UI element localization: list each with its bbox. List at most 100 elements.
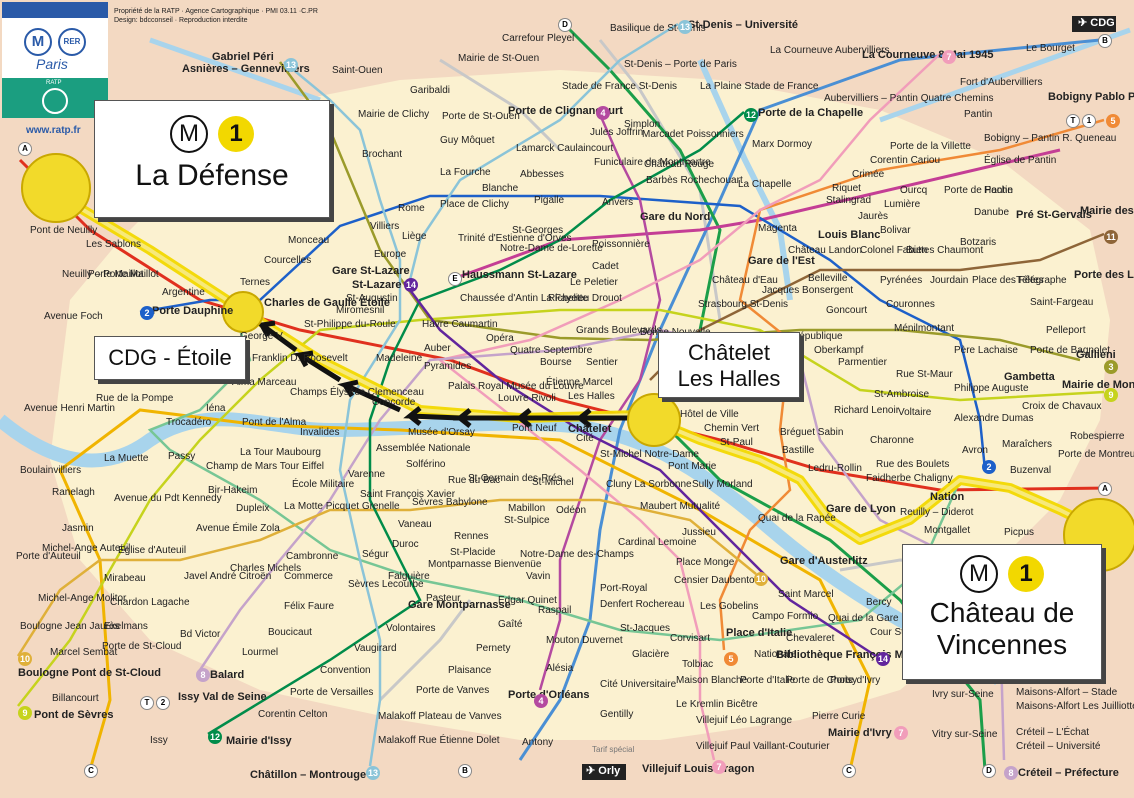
station-label[interactable]: Volontaires bbox=[386, 623, 436, 634]
station-label[interactable]: Porte de la Chapelle bbox=[758, 107, 864, 119]
callout-chatelet[interactable]: Châtelet Les Halles bbox=[658, 332, 800, 398]
station-label[interactable]: Barbès Rochechouart bbox=[646, 175, 743, 186]
line-number-badge[interactable]: 9 bbox=[18, 706, 32, 720]
station-label[interactable]: Courcelles bbox=[264, 255, 312, 266]
line-number-badge[interactable]: 12 bbox=[208, 730, 222, 744]
station-label[interactable]: Château d'Eau bbox=[712, 275, 778, 286]
station-label[interactable]: Ménilmontant bbox=[894, 323, 955, 334]
station-label[interactable]: Hôtel de Ville bbox=[680, 409, 739, 420]
station-label[interactable]: Villejuif Léo Lagrange bbox=[696, 715, 793, 726]
station-label[interactable]: Gabriel Péri bbox=[212, 51, 274, 63]
station-label[interactable]: Marcadet Poissonniers bbox=[642, 129, 744, 140]
station-label[interactable]: Funiculaire de Montmartre bbox=[594, 157, 711, 168]
station-label[interactable]: Pyramides bbox=[424, 361, 472, 372]
station-label[interactable]: Église d'Auteuil bbox=[118, 545, 187, 556]
station-label[interactable]: Chevaleret bbox=[786, 633, 835, 644]
station-label[interactable]: Falguière bbox=[388, 571, 430, 582]
station-label[interactable]: Ledru-Rollin bbox=[808, 463, 862, 474]
station-label[interactable]: Lourmel bbox=[242, 647, 279, 658]
station-label[interactable]: Saint Marcel bbox=[778, 589, 834, 600]
station-label[interactable]: Saint-Fargeau bbox=[1030, 297, 1094, 308]
station-label[interactable]: Jules Joffrin bbox=[590, 127, 644, 138]
line-number-badge[interactable]: 14 bbox=[404, 278, 418, 292]
station-label[interactable]: Corentin Cariou bbox=[870, 155, 941, 166]
station-label[interactable]: Belleville bbox=[808, 273, 848, 284]
station-label[interactable]: Lamarck Caulaincourt bbox=[516, 143, 614, 154]
station-label[interactable]: Châtelet bbox=[568, 423, 612, 435]
station-label[interactable]: Iéna bbox=[206, 403, 226, 414]
station-label[interactable]: Campo Formio bbox=[752, 611, 819, 622]
station-label[interactable]: St-Jacques bbox=[620, 623, 671, 634]
station-label[interactable]: Crimée bbox=[852, 169, 885, 180]
station-label[interactable]: Sèvres Babylone bbox=[412, 497, 488, 508]
station-label[interactable]: Les Gobelins bbox=[700, 601, 759, 612]
station-label[interactable]: Rue de la Pompe bbox=[96, 393, 174, 404]
line-number-badge[interactable]: 10 bbox=[18, 652, 32, 666]
rer-line-badge[interactable]: B bbox=[1098, 34, 1112, 48]
station-label[interactable]: Porte de St-Cloud bbox=[102, 641, 182, 652]
line-number-badge[interactable]: 11 bbox=[1104, 230, 1118, 244]
line-number-badge[interactable]: 10 bbox=[754, 572, 768, 586]
station-label[interactable]: Pont de Sèvres bbox=[34, 709, 114, 721]
station-label[interactable]: Stade de France St-Denis bbox=[562, 81, 678, 92]
station-label[interactable]: La Muette bbox=[104, 453, 149, 464]
station-label[interactable]: Champs Élysées Clemenceau bbox=[290, 387, 424, 398]
station-label[interactable]: Rennes bbox=[454, 531, 489, 542]
station-label[interactable]: Jasmin bbox=[62, 523, 94, 534]
station-label[interactable]: Cardinal Lemoine bbox=[618, 537, 697, 548]
station-label[interactable]: Villiers bbox=[370, 221, 400, 232]
station-label[interactable]: Bobigny – Pantin R. Queneau bbox=[984, 133, 1117, 144]
line-number-badge[interactable]: 13 bbox=[366, 766, 380, 780]
line-number-badge[interactable]: 5 bbox=[1106, 114, 1120, 128]
station-label[interactable]: Corvisart bbox=[670, 633, 711, 644]
station-label[interactable]: La Fourche bbox=[440, 167, 491, 178]
station-label[interactable]: Vitry sur-Seine bbox=[932, 729, 998, 740]
station-label[interactable]: Mairie d'Ivry bbox=[828, 727, 892, 739]
line-number-badge[interactable]: 12 bbox=[744, 108, 758, 122]
station-label[interactable]: Argentine bbox=[162, 287, 205, 298]
station-label[interactable]: Charonne bbox=[870, 435, 914, 446]
rer-line-badge[interactable]: T bbox=[1066, 114, 1080, 128]
station-label[interactable]: Porte des Lilas bbox=[1074, 269, 1134, 281]
station-label[interactable]: Anvers bbox=[602, 197, 634, 208]
station-label[interactable]: Bréguet Sabin bbox=[780, 427, 844, 438]
station-label[interactable]: Sentier bbox=[586, 357, 618, 368]
station-label[interactable]: Abbesses bbox=[520, 169, 564, 180]
station-label[interactable]: Philippe Auguste bbox=[954, 383, 1029, 394]
station-label[interactable]: Porte de Bagnolet bbox=[1030, 345, 1111, 356]
station-label[interactable]: St-Georges bbox=[512, 225, 564, 236]
line-number-badge[interactable]: 5 bbox=[724, 652, 738, 666]
rer-line-badge[interactable]: B bbox=[458, 764, 472, 778]
station-label[interactable]: Bibliothèque François Mitterrand bbox=[776, 649, 949, 661]
station-label[interactable]: Étienne Marcel bbox=[546, 377, 613, 388]
rer-line-badge[interactable]: C bbox=[84, 764, 98, 778]
station-label[interactable]: Garibaldi bbox=[410, 85, 451, 96]
station-label[interactable]: Avenue du Pdt Kennedy bbox=[114, 493, 222, 504]
station-label[interactable]: La Courneuve 8 Mai 1945 bbox=[862, 49, 994, 61]
station-label[interactable]: Havre Caumartin bbox=[422, 319, 498, 330]
station-label[interactable]: Bir-Hakeim bbox=[208, 485, 258, 496]
station-label[interactable]: Villejuif Louis Aragon bbox=[642, 763, 755, 775]
station-label[interactable]: Charles de Gaulle Étoile bbox=[264, 297, 390, 309]
station-label[interactable]: Gare de Lyon bbox=[826, 503, 896, 515]
line-number-badge[interactable]: 13 bbox=[284, 58, 298, 72]
station-label[interactable]: Porte de Vanves bbox=[416, 685, 490, 696]
station-label[interactable]: Mabillon bbox=[508, 503, 546, 514]
station-label[interactable]: Bobigny Pablo Picasso bbox=[1048, 91, 1134, 103]
station-label[interactable]: La Chapelle bbox=[738, 179, 792, 190]
station-label[interactable]: Assemblée Nationale bbox=[376, 443, 471, 454]
station-label[interactable]: Concorde bbox=[372, 397, 416, 408]
station-label[interactable]: Avenue Foch bbox=[44, 311, 103, 322]
station-label[interactable]: Place Monge bbox=[676, 557, 735, 568]
rer-line-badge[interactable]: 1 bbox=[1082, 114, 1096, 128]
station-label[interactable]: Bd Victor bbox=[180, 629, 221, 640]
rer-line-badge[interactable]: A bbox=[18, 142, 32, 156]
station-label[interactable]: Gentilly bbox=[600, 709, 634, 720]
station-label[interactable]: Porte de St-Ouen bbox=[442, 111, 520, 122]
station-label[interactable]: Notre-Dame des-Champs bbox=[520, 549, 634, 560]
station-label[interactable]: Mirabeau bbox=[104, 573, 146, 584]
station-label[interactable]: Stalingrad bbox=[826, 195, 872, 206]
station-label[interactable]: Ternes bbox=[240, 277, 271, 288]
station-label[interactable]: Porte Maillot bbox=[88, 269, 144, 280]
